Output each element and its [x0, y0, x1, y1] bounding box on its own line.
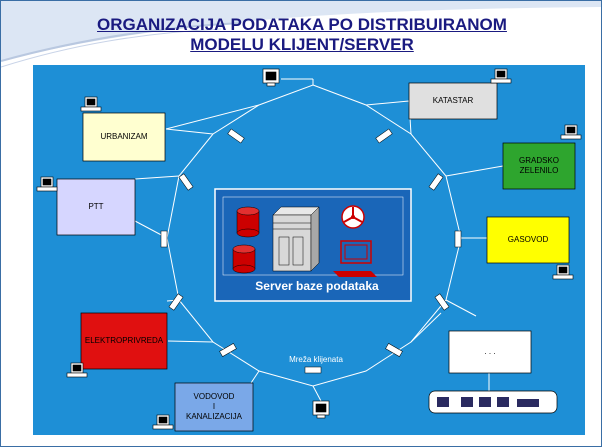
- slide-decoration: [1, 1, 601, 68]
- computer-icon: [312, 400, 330, 419]
- terminal-icon: [560, 124, 582, 140]
- database-icon: [236, 206, 260, 238]
- client-ptt: PTT: [57, 179, 135, 235]
- server-cabinet-icon: [272, 206, 320, 272]
- printer-row-icon: [428, 390, 558, 414]
- client-elektroprivreda-label: ELEKTROPRIVREDA: [84, 336, 164, 345]
- client-katastar-label: KATASTAR: [432, 96, 474, 105]
- tape-reel-icon: [341, 205, 365, 229]
- terminal-icon: [552, 264, 574, 280]
- client-gasovod-label: GASOVOD: [507, 235, 549, 244]
- client-other-label: . . .: [484, 347, 496, 356]
- terminal-icon: [152, 414, 174, 430]
- network-label: Mreža klijenata: [289, 355, 343, 364]
- terminal-icon: [36, 176, 58, 192]
- server-label: Server baze podataka: [255, 279, 379, 293]
- client-vodovod: VODOVOD I KANALIZACIJA: [175, 383, 253, 431]
- client-gasovod: GASOVOD: [487, 217, 569, 263]
- client-elektroprivreda: ELEKTROPRIVREDA: [81, 313, 167, 369]
- database-icon: [232, 244, 256, 274]
- client-katastar: KATASTAR: [409, 83, 497, 119]
- client-urbanizam: URBANIZAM: [83, 113, 165, 161]
- client-gradsko-zelenilo: GRADSKO ZELENILO: [503, 143, 575, 189]
- slide-title: ORGANIZACIJA PODATAKA PO DISTRIBUIRANOM …: [97, 15, 507, 54]
- terminal-icon: [490, 68, 512, 84]
- computer-icon: [262, 68, 280, 87]
- client-other: . . .: [449, 331, 531, 373]
- client-ptt-label: PTT: [88, 202, 104, 211]
- client-vodovod-label: VODOVOD I KANALIZACIJA: [185, 392, 242, 421]
- client-gradsko-zelenilo-label: GRADSKO ZELENILO: [518, 156, 559, 175]
- terminal-icon: [80, 96, 102, 112]
- terminal-icon: [66, 362, 88, 378]
- workstation-icon: [333, 240, 377, 277]
- client-urbanizam-label: URBANIZAM: [100, 132, 148, 141]
